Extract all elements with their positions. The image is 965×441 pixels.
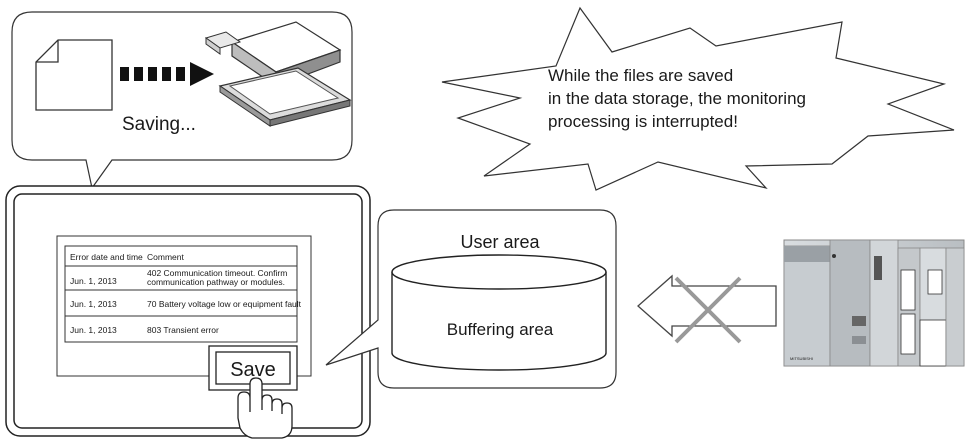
save-button-label: Save (230, 359, 276, 381)
alert-line: processing is interrupted! (548, 112, 738, 131)
user-area-callout: User area Buffering area (325, 209, 617, 389)
row-comment: communication pathway or modules. (147, 277, 285, 287)
sd-card-icon (218, 67, 352, 127)
saving-speech-bubble: Saving... (11, 11, 353, 190)
saving-label: Saving... (122, 114, 196, 135)
blocked-transfer-arrow (637, 274, 777, 344)
gt-monitor-panel: Error date and time Comment Jun. 1, 2013… (5, 185, 371, 439)
row-comment: 70 Battery voltage low or equipment faul… (147, 299, 302, 309)
plc-brand-label: MITSUBISHI (790, 356, 813, 361)
column-header-date: Error date and time (70, 252, 143, 262)
row-date: Jun. 1, 2013 (70, 299, 117, 309)
column-header-comment: Comment (147, 252, 184, 262)
row-date: Jun. 1, 2013 (70, 325, 117, 335)
alarm-history-table: Error date and time Comment Jun. 1, 2013… (64, 245, 302, 343)
table-row[interactable]: Jun. 1, 2013 803 Transient error (70, 325, 219, 335)
table-row[interactable]: Jun. 1, 2013 70 Battery voltage low or e… (70, 299, 302, 309)
row-comment: 803 Transient error (147, 325, 219, 335)
document-icon (35, 39, 113, 111)
alert-line: in the data storage, the monitoring (548, 89, 806, 108)
alert-text: While the files are saved in the data st… (548, 66, 811, 131)
row-comment: 402 Communication timeout. Confirm (147, 268, 287, 278)
plc-rack-image: MITSUBISHI (783, 239, 965, 367)
buffering-area-label: Buffering area (447, 320, 554, 339)
user-area-title: User area (460, 232, 540, 252)
transfer-arrow-icon (120, 62, 214, 86)
row-date: Jun. 1, 2013 (70, 276, 117, 286)
buffering-area-cylinder (391, 254, 607, 371)
pointing-hand-icon (237, 377, 293, 439)
table-row[interactable]: Jun. 1, 2013 402 Communication timeout. … (70, 268, 287, 287)
interruption-alert-burst: While the files are saved in the data st… (441, 6, 955, 191)
alert-line: While the files are saved (548, 66, 733, 85)
